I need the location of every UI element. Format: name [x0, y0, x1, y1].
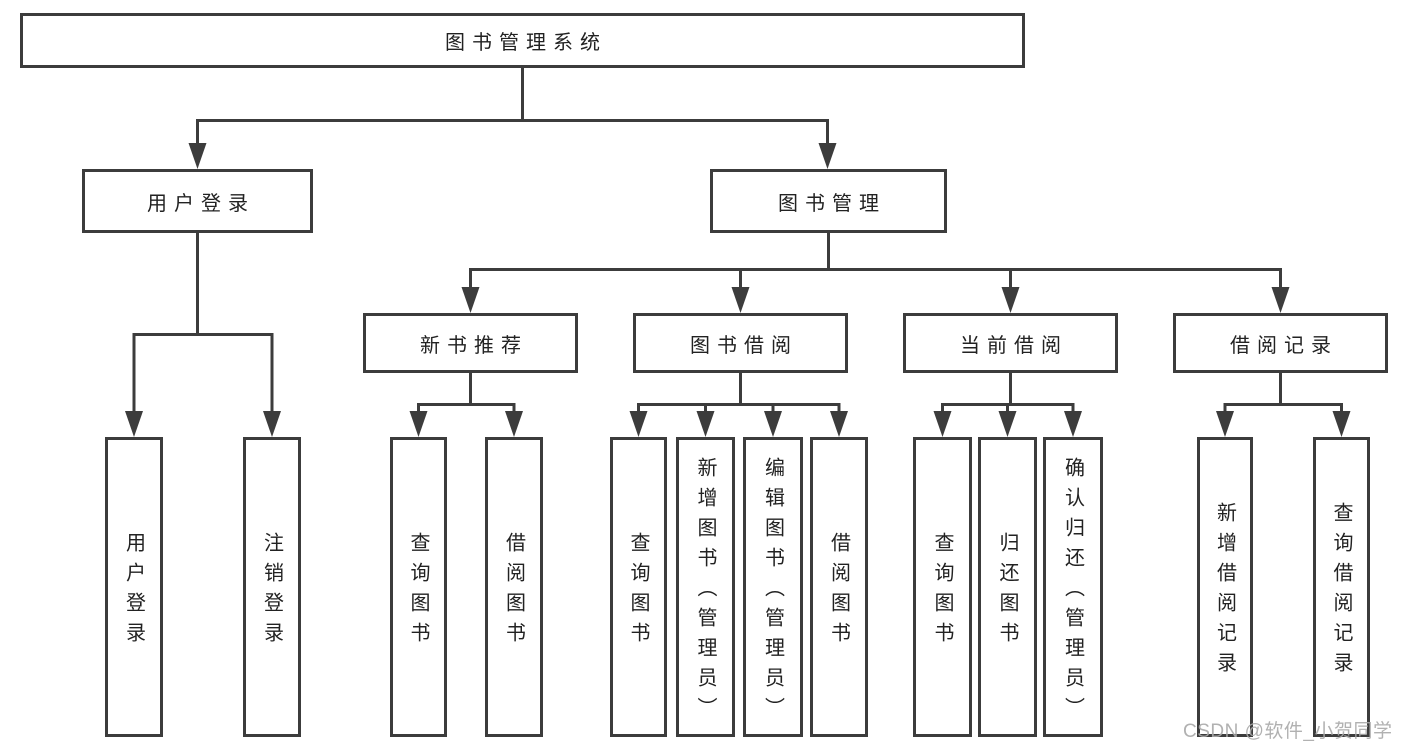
node-book-management: 图书管理 [710, 169, 947, 233]
connector-book-borrow [637, 373, 841, 415]
leaf-query-books-recommend: 查询图书 [390, 437, 447, 737]
node-root: 图书管理系统 [20, 13, 1025, 68]
node-book-borrow: 图书借阅 [633, 313, 848, 373]
leaf-add-books-admin: 新增图书（管理员） [676, 437, 735, 737]
node-current-borrow: 当前借阅 [903, 313, 1118, 373]
connector-current-borrow [941, 373, 1075, 415]
leaf-borrow-books-recommend-label: 借阅图书 [502, 532, 525, 652]
node-current-borrow-label: 当前借阅 [960, 334, 1068, 357]
leaf-return-books: 归还图书 [978, 437, 1037, 737]
connector-user-login [132, 233, 274, 415]
node-new-book-recommend-label: 新书推荐 [420, 334, 528, 357]
leaf-confirm-return-admin: 确认归还（管理员） [1043, 437, 1103, 737]
connector-new-book-recommend [417, 373, 516, 415]
node-borrow-records-label: 借阅记录 [1230, 334, 1338, 357]
node-book-borrow-label: 图书借阅 [690, 334, 798, 357]
node-borrow-records: 借阅记录 [1173, 313, 1388, 373]
leaf-confirm-return-admin-label: 确认归还（管理员） [1061, 457, 1084, 727]
connector-root [196, 68, 829, 147]
node-root-label: 图书管理系统 [445, 32, 607, 54]
leaf-logout: 注销登录 [243, 437, 301, 737]
leaf-user-login-label: 用户登录 [122, 532, 145, 652]
leaf-return-books-label: 归还图书 [996, 532, 1018, 652]
leaf-query-borrow-record: 查询借阅记录 [1313, 437, 1370, 737]
leaf-logout-label: 注销登录 [260, 532, 283, 652]
leaf-query-books-current-label: 查询图书 [931, 532, 953, 652]
arrowheads [125, 143, 1351, 437]
leaf-edit-books-admin-label: 编辑图书（管理员） [761, 457, 784, 727]
leaf-borrow-books: 借阅图书 [810, 437, 868, 737]
connector-book-management [469, 233, 1282, 291]
leaf-query-books-borrow-label: 查询图书 [627, 532, 649, 652]
leaf-borrow-books-label: 借阅图书 [827, 532, 850, 652]
leaf-query-books-recommend-label: 查询图书 [407, 532, 429, 652]
leaf-query-books-current: 查询图书 [913, 437, 972, 737]
node-book-management-label: 图书管理 [778, 192, 886, 215]
csdn-watermark: CSDN @软件_小贺同学 [1183, 721, 1393, 742]
leaf-borrow-books-recommend: 借阅图书 [485, 437, 543, 737]
connector-borrow-records [1223, 373, 1343, 415]
leaf-query-books-borrow: 查询图书 [610, 437, 667, 737]
node-new-book-recommend: 新书推荐 [363, 313, 578, 373]
leaf-query-borrow-record-label: 查询借阅记录 [1330, 502, 1352, 682]
leaf-add-borrow-record-label: 新增借阅记录 [1213, 502, 1236, 682]
node-user-login: 用户登录 [82, 169, 313, 233]
leaf-edit-books-admin: 编辑图书（管理员） [743, 437, 803, 737]
node-user-login-label: 用户登录 [147, 192, 255, 215]
leaf-add-books-admin-label: 新增图书（管理员） [694, 457, 716, 727]
leaf-add-borrow-record: 新增借阅记录 [1197, 437, 1253, 737]
leaf-user-login: 用户登录 [105, 437, 163, 737]
